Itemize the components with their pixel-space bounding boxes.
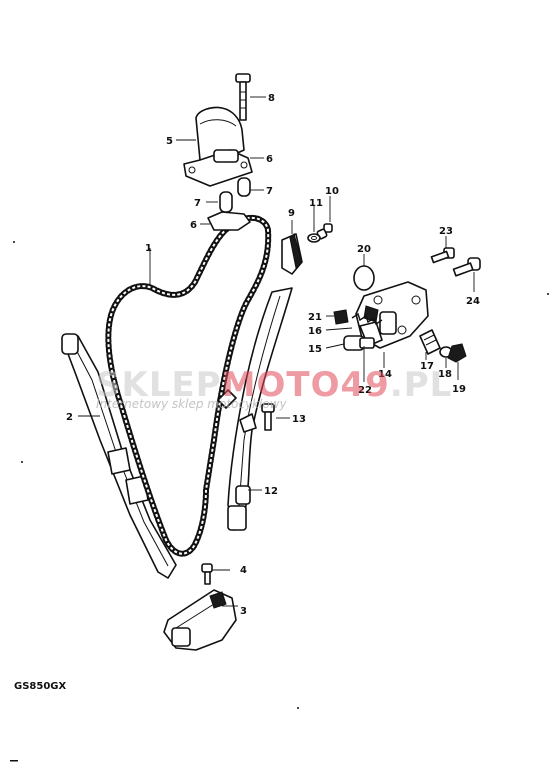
callout-16: 16	[308, 326, 322, 337]
callout-13: 13	[292, 414, 306, 425]
callout-1: 1	[145, 243, 152, 254]
washer-11	[307, 233, 321, 243]
callout-11: 11	[309, 198, 323, 209]
callout-4: 4	[240, 565, 247, 576]
spring-22	[351, 312, 383, 326]
svg-text:SKLEPMOTO49.PL: SKLEPMOTO49.PL	[96, 365, 452, 405]
callout-22: 22	[358, 385, 372, 396]
callout-9: 9	[288, 208, 295, 219]
scan-specks	[10, 241, 549, 762]
callout-19: 19	[452, 384, 466, 395]
callout-23: 23	[439, 226, 453, 237]
cam-chain-1	[105, 214, 272, 557]
watermark: SKLEPMOTO49.PL Internetowy sklep motocyk…	[96, 365, 452, 411]
watermark-brand-mid: MOTO	[222, 365, 341, 405]
watermark-brand-left: SKLEP	[96, 365, 222, 405]
callout-6-lower: 6	[190, 220, 197, 231]
spring-17	[419, 329, 441, 355]
o-ring-20	[353, 265, 375, 291]
callout-20: 20	[357, 244, 371, 255]
callout-labels: 1 2 3 4 5 6 6 7 7 8 9 10 11 12 13 14 15 …	[66, 93, 480, 617]
top-guide-5	[183, 106, 253, 187]
chain-guide-2	[61, 333, 177, 579]
nut-21	[333, 309, 349, 325]
callout-6-upper: 6	[266, 154, 273, 165]
tensioner-guide-12	[217, 287, 293, 531]
watermark-brand-num: 49	[341, 365, 390, 405]
bolt-8	[235, 73, 251, 121]
bolt-4	[201, 563, 213, 585]
model-code: GS850GX	[14, 681, 66, 692]
bolt-24	[452, 257, 481, 277]
sleeve-7-upper	[237, 177, 251, 197]
callout-14: 14	[378, 369, 392, 380]
watermark-brand-tld: .PL	[390, 365, 453, 405]
callout-21: 21	[308, 312, 322, 323]
cap-nut-19	[447, 343, 467, 363]
callout-7-lower: 7	[194, 198, 201, 209]
callout-7-upper: 7	[266, 186, 273, 197]
callout-17: 17	[420, 361, 434, 372]
callout-2: 2	[66, 412, 73, 423]
callout-8: 8	[268, 93, 275, 104]
callout-18: 18	[438, 369, 452, 380]
callout-15: 15	[308, 344, 322, 355]
callout-5: 5	[166, 136, 173, 147]
bolt-13	[261, 403, 275, 431]
callout-3: 3	[240, 606, 247, 617]
watermark-tagline: Internetowy sklep motocyklowy	[96, 397, 287, 411]
bolt-23	[430, 247, 455, 264]
leader-lines	[78, 96, 475, 607]
callout-12: 12	[264, 486, 278, 497]
callout-24: 24	[466, 296, 480, 307]
callout-10: 10	[325, 186, 339, 197]
tensioner-14	[355, 281, 429, 349]
bottom-guide-3	[163, 589, 237, 651]
cushion-9	[281, 233, 303, 275]
sleeve-7-lower	[219, 191, 233, 213]
holder-6-lower	[207, 211, 251, 231]
plunger-15	[343, 335, 375, 351]
